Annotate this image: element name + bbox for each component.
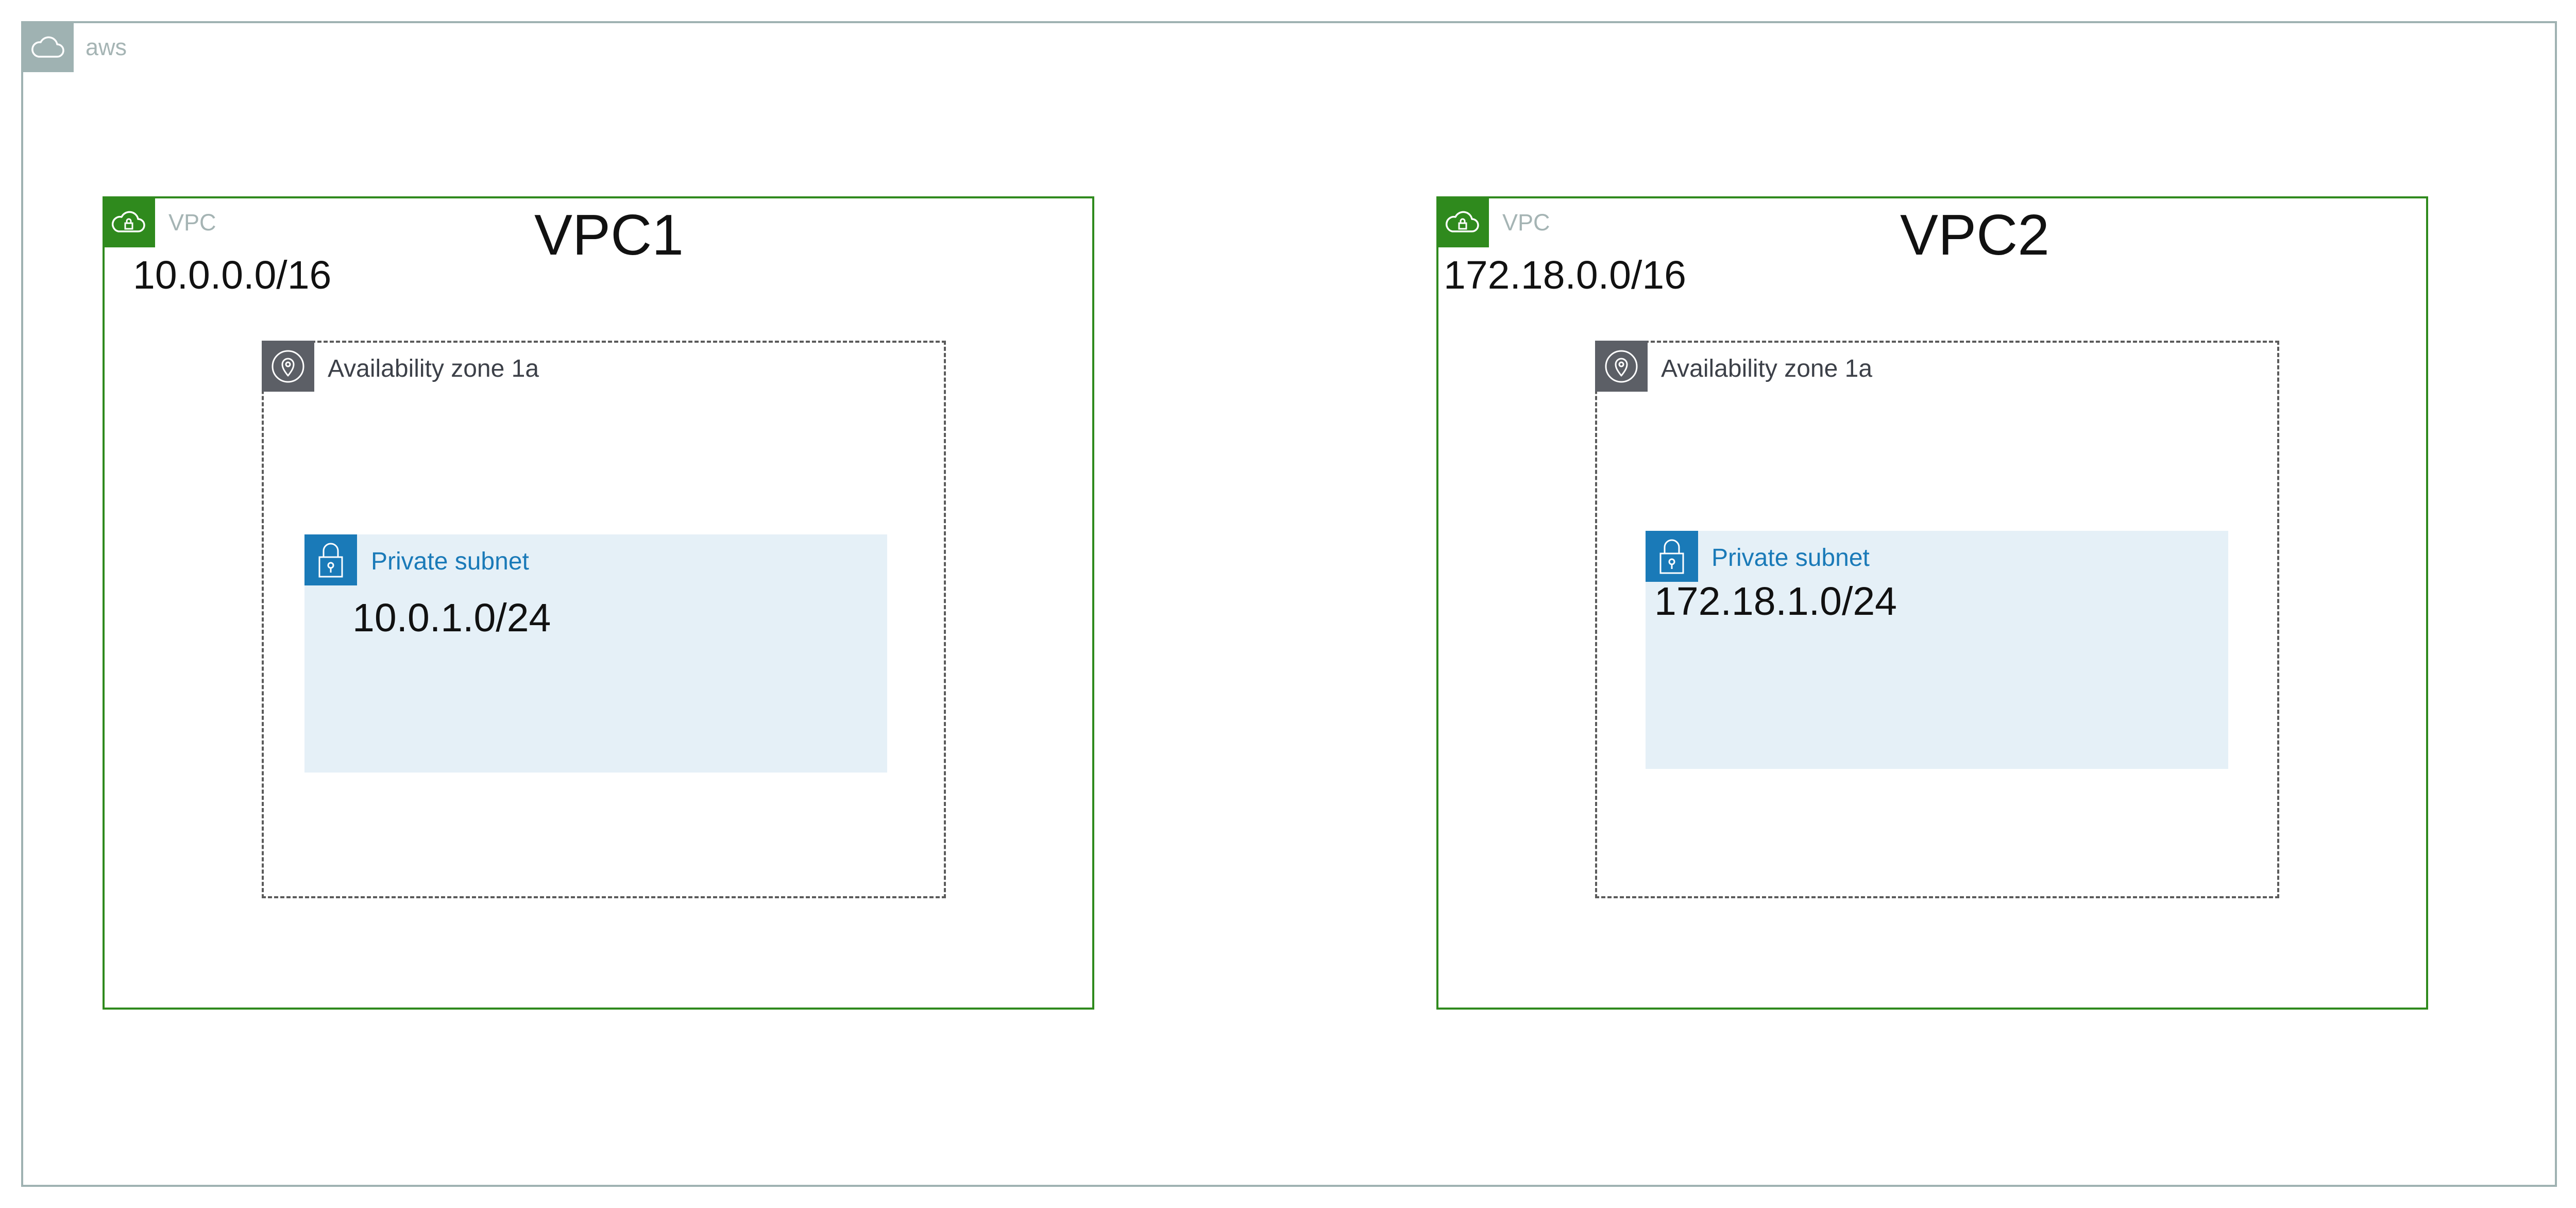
availability-zone-group-2 <box>1595 341 2279 898</box>
private-subnet-label: Private subnet <box>1711 544 1870 572</box>
vpc-title: VPC1 <box>534 203 684 267</box>
private-subnet-label: Private subnet <box>371 548 529 575</box>
vpc-type-label: VPC <box>1502 209 1550 236</box>
availability-zone-label: Availability zone 1a <box>328 355 539 382</box>
vpc-type-label: VPC <box>168 209 216 236</box>
vpc-title: VPC2 <box>1900 203 2049 267</box>
location-pin-icon <box>1595 341 1648 392</box>
aws-cloud-icon <box>21 21 74 72</box>
private-subnet-group-1 <box>304 534 887 773</box>
vpc-cloud-lock-icon <box>1436 196 1489 247</box>
aws-group-label: aws <box>86 34 127 60</box>
aws-cloud-group <box>21 21 2557 1187</box>
vpc-group-2 <box>1436 196 2428 1010</box>
location-pin-icon <box>262 341 314 392</box>
vpc-cidr: 172.18.0.0/16 <box>1444 253 1686 297</box>
padlock-icon <box>304 534 357 585</box>
vpc-cloud-lock-icon <box>103 196 155 247</box>
subnet-cidr: 172.18.1.0/24 <box>1654 579 1897 624</box>
availability-zone-label: Availability zone 1a <box>1661 355 1873 382</box>
vpc-cidr: 10.0.0.0/16 <box>133 253 332 297</box>
vpc-group-1 <box>103 196 1094 1010</box>
private-subnet-group-2 <box>1646 531 2228 769</box>
availability-zone-group-1 <box>262 341 946 898</box>
subnet-cidr: 10.0.1.0/24 <box>352 596 551 640</box>
padlock-icon <box>1646 531 1698 582</box>
